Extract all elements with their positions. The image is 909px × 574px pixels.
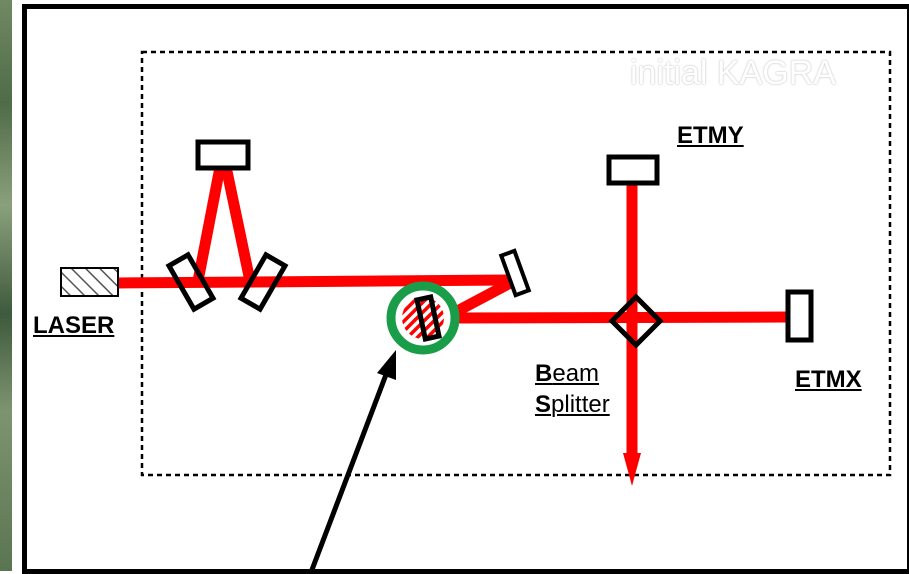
- watermark-text: initial KAGRA: [630, 54, 836, 92]
- beam-mode-cleaner-left: [192, 155, 228, 283]
- beam-splitter: [608, 293, 664, 349]
- etmx-label: ETMX: [795, 366, 862, 393]
- diagram-frame: [22, 4, 909, 574]
- beam-splitter-label-s: S: [535, 391, 552, 418]
- beam-splitter-label-plitter: plitter: [551, 391, 610, 418]
- beam-to-beam-splitter: [447, 311, 791, 324]
- mode-cleaner-top-mirror: [195, 139, 251, 171]
- beam-mode-cleaner-right: [218, 155, 256, 283]
- etmx-mirror: [785, 289, 814, 343]
- beam-splitter-label-eam: eam: [552, 360, 600, 387]
- mode-cleaner-left-mirror: [165, 251, 217, 313]
- etmy-mirror: [606, 154, 660, 186]
- background-photo-strip: [0, 0, 12, 571]
- etmy-label: ETMY: [677, 122, 744, 149]
- beam-splitter-label-b: B: [535, 360, 553, 387]
- steering-mirror: [498, 248, 532, 298]
- beam-input: [117, 274, 513, 289]
- mode-cleaner-right-mirror: [237, 251, 289, 313]
- highlighted-mirror: [414, 294, 442, 342]
- laser-label: LASER: [33, 312, 115, 339]
- pointer-arrow-shaft: [308, 371, 390, 571]
- laser-source: [60, 267, 119, 297]
- vacuum-enclosure: [140, 50, 892, 477]
- output-arrow-head: [623, 453, 641, 486]
- pointer-arrow-head: [377, 350, 396, 380]
- beam-splitter-label: Beam Splitter: [535, 358, 610, 420]
